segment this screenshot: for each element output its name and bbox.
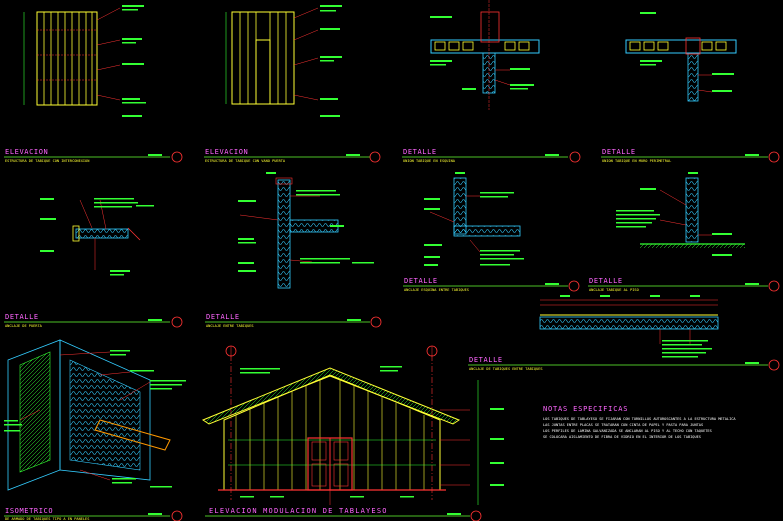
- panel-subtitle-detail-corner: UNION TABIQUE EN ESQUINA: [403, 159, 455, 163]
- panel-subtitle-detail-perimeter: UNION TABIQUE EN MURO PERIMETRAL: [602, 159, 672, 163]
- panel-subtitle-elevation-1: ESTRUCTURA DE TABIQUE CON INTERCONEXION: [5, 159, 90, 163]
- panel-subtitle-detail-floor-anchor: ANCLAJE TABIQUE AL PISO: [589, 288, 639, 292]
- panel-subtitle-detail-corner-anchor: ANCLAJE ESQUINA ENTRE TABIQUES: [404, 288, 469, 292]
- panel-subtitle-detail-tee: ANCLAJE ENTRE TABIQUES: [206, 324, 254, 328]
- panel-detail-floor-anchor-drawing: [616, 172, 745, 256]
- panel-title-detail-door-anchor: DETALLE: [5, 313, 39, 321]
- panel-subtitle-isometric: DE ARMADO DE TABIQUES TIPO A EN PANELES: [5, 517, 90, 521]
- panel-title-elevation-2: ELEVACION: [205, 148, 249, 156]
- note-line: LOS PERFILES DE LAMINA GALVANIZADA SE AN…: [543, 429, 712, 433]
- note-line: SE COLOCARA AISLAMIENTO DE FIBRA DE VIDR…: [543, 435, 701, 439]
- panel-title-detail-corner-anchor: DETALLE: [404, 277, 438, 285]
- panel-detail-door-anchor-drawing: [40, 198, 154, 276]
- panel-title-detail-ceiling: DETALLE: [469, 356, 503, 364]
- panel-elevation-1-drawing: [23, 5, 146, 117]
- panel-subtitle-elevation-2: ESTRUCTURA DE TABIQUE CON VANO PUERTA: [205, 159, 286, 163]
- notes-title: NOTAS ESPECIFICAS: [543, 405, 629, 413]
- panel-detail-corner-drawing: [430, 0, 540, 110]
- scale-tags: [148, 154, 759, 515]
- panel-title-isometric: ISOMETRICO: [5, 507, 54, 515]
- panel-subtitle-detail-door-anchor: ANCLAJE DE PUERTA: [5, 324, 42, 328]
- panel-detail-ceiling-drawing: [539, 295, 719, 358]
- panel-detail-tee-drawing: [238, 172, 374, 289]
- panel-title-detail-corner: DETALLE: [403, 148, 437, 156]
- panel-title-detail-tee: DETALLE: [206, 313, 240, 321]
- title-baselines: [4, 156, 768, 517]
- panel-elevation-2-drawing: [225, 5, 342, 117]
- panel-title-elevation-1: ELEVACION: [5, 148, 49, 156]
- note-line: LOS TABIQUES DE TABLAYESO SE FIJARAN CON…: [543, 417, 736, 421]
- panel-subtitle-detail-ceiling: ANCLAJE DE TABIQUES ENTRE TABIQUES: [469, 367, 543, 371]
- panel-title-detail-floor-anchor: DETALLE: [589, 277, 623, 285]
- panel-detail-corner-anchor-drawing: [424, 172, 524, 266]
- title-bubbles: [171, 151, 780, 521]
- panel-detail-perimeter-drawing: [625, 12, 737, 102]
- panel-title-detail-perimeter: DETALLE: [602, 148, 636, 156]
- note-line: LAS JUNTAS ENTRE PLACAS SE TRATARAN CON …: [543, 423, 704, 427]
- panel-title-house-elevation: ELEVACION MODULACION DE TABLAYESO: [209, 507, 388, 515]
- panel-house-elevation-drawing: [201, 345, 504, 505]
- panel-isometric-drawing: [4, 339, 186, 491]
